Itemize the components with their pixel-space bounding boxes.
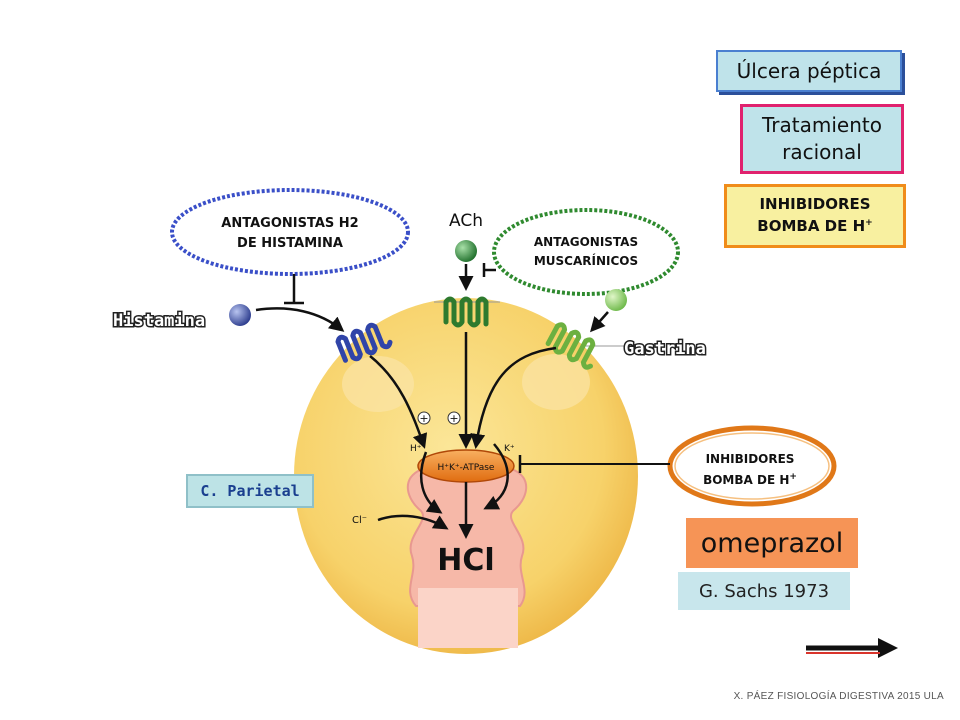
ach-ball: [455, 240, 477, 262]
histamina-ball: [229, 304, 251, 326]
omeprazol-box: omeprazol: [686, 518, 858, 568]
tratamiento-line1: Tratamiento: [762, 113, 882, 137]
gastrina-receptor: [545, 322, 596, 370]
inhibidores-box-line2: BOMBA DE H+: [757, 217, 873, 235]
atpase-label: H⁺K⁺-ATPase: [438, 463, 495, 473]
signal-arrow-left: [369, 355, 428, 449]
parietal-cell-label: C. Parietal: [186, 474, 314, 508]
cl-arrow: [377, 514, 449, 530]
hcl-label: HCl: [437, 543, 494, 578]
antagonistas-musc-line2: MUSCARÍNICOS: [534, 253, 638, 268]
plus-sign-1-circle: [417, 411, 431, 425]
k-in-arrow: [483, 443, 509, 510]
gastrina-ball: [605, 289, 627, 311]
signal-arrow-right: [470, 346, 557, 449]
inhibidores-oval-inner: [674, 432, 830, 500]
antagonistas-h2-line2: DE HISTAMINA: [237, 236, 343, 251]
footer-credit: X. PÁEZ FISIOLOGÍA DIGESTIVA 2015 ULA: [733, 691, 944, 702]
sachs-box: G. Sachs 1973: [678, 572, 850, 610]
histamina-receptor: [335, 322, 393, 363]
gastrina-arrow: [590, 311, 609, 333]
cell-nucleus-right: [522, 354, 590, 410]
plus-sign-2-circle: [447, 411, 461, 425]
inhibidores-box: INHIBIDORES BOMBA DE H+: [724, 184, 906, 248]
tratamiento-box: Tratamiento racional: [740, 104, 904, 174]
sachs-text: G. Sachs 1973: [698, 580, 830, 602]
h-out-arrow: [419, 451, 443, 514]
antagonistas-muscarinicos-oval: [492, 208, 680, 296]
inhibidores-box-line1: INHIBIDORES: [759, 195, 871, 214]
antagonistas-musc-line1: ANTAGONISTAS: [534, 235, 638, 249]
ach-receptor: [443, 296, 489, 328]
cell-nucleus-left: [342, 356, 414, 412]
plus-sign-1: +: [419, 412, 428, 425]
tratamiento-line2: racional: [782, 140, 862, 164]
plus-sign-2: +: [449, 412, 458, 425]
gastrina-label: Gastrina: [624, 339, 706, 359]
omeprazol-text: omeprazol: [700, 527, 844, 559]
histamina-arrow: [255, 307, 345, 332]
histamina-label: Histamina: [113, 311, 205, 331]
ach-label: ACh: [449, 211, 483, 231]
antagonistas-h2-oval: [170, 188, 410, 276]
title-text: Úlcera péptica: [736, 59, 882, 83]
inhibidores-oval: [667, 425, 837, 507]
inhibidores-oval-line1: INHIBIDORES: [706, 452, 795, 466]
cl-minus-label: Cl⁻: [352, 515, 367, 526]
lumen-opening: [418, 588, 518, 648]
inhibidores-oval-line2: BOMBA DE H+: [703, 472, 797, 487]
k-plus-label: K⁺: [504, 444, 515, 454]
h-plus-label: H⁺: [410, 444, 422, 454]
next-arrow-icon[interactable]: [878, 638, 898, 658]
antagonistas-h2-line1: ANTAGONISTAS H2: [221, 216, 358, 231]
title-box: Úlcera péptica: [716, 50, 902, 92]
